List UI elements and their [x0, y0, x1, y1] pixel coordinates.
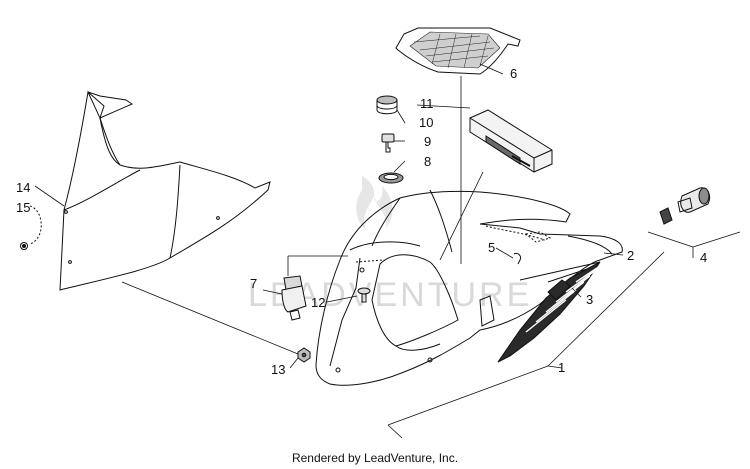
- clip-part-5: [513, 231, 552, 265]
- cap-part-10: [376, 95, 398, 115]
- callout-10: 10: [419, 115, 433, 130]
- callout-13: 13: [271, 362, 285, 377]
- connector-part-4: [659, 187, 711, 225]
- callout-1: 1: [558, 360, 565, 375]
- callout-8: 8: [424, 154, 431, 169]
- switch-part-7: [281, 275, 307, 321]
- callout-4: 4: [700, 250, 707, 265]
- callout-7: 7: [250, 276, 257, 291]
- watermark-flame-icon: [356, 176, 393, 230]
- callout-3: 3: [586, 292, 593, 307]
- nut-part-13: [297, 347, 311, 363]
- hood-body-part: [315, 189, 623, 386]
- bezel-part-8: [378, 172, 404, 184]
- callout-5: 5: [488, 240, 495, 255]
- callout-6: 6: [510, 66, 517, 81]
- callout-9: 9: [424, 134, 431, 149]
- gauge-module-part: [469, 109, 553, 173]
- leader-lines: [34, 63, 741, 439]
- key-part-9: [381, 133, 395, 153]
- callout-2: 2: [627, 248, 634, 263]
- screw-part-15: [20, 205, 42, 250]
- callout-labels: 1 2 3 4 5 6 7 8 9 10 11 12 13 14 15: [16, 66, 707, 377]
- callout-11: 11: [420, 96, 434, 111]
- callout-14: 14: [16, 180, 30, 195]
- callout-12: 12: [311, 295, 325, 310]
- footer-credit: Rendered by LeadVenture, Inc.: [291, 451, 459, 465]
- tray-part: [395, 27, 521, 75]
- callout-15: 15: [16, 200, 30, 215]
- bolt-part-12: [357, 287, 371, 303]
- windshield-part: [59, 90, 271, 291]
